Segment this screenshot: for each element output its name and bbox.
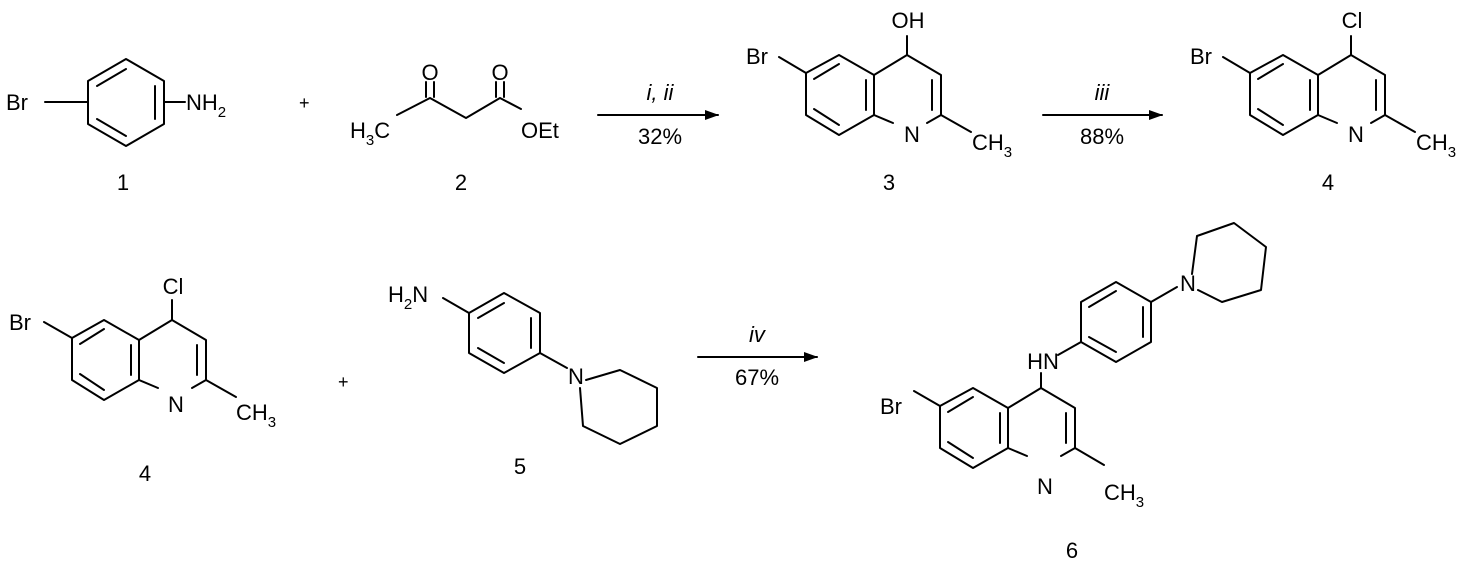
amine-nh-label: HN: [1027, 349, 1059, 374]
compound-4: Cl Br N CH3 4: [1190, 8, 1456, 195]
ketone-oxygen-label: O: [421, 60, 438, 85]
methyl-label: CH3: [972, 130, 1012, 161]
bromo-label: Br: [746, 44, 768, 69]
reagents-3: iv: [749, 322, 767, 347]
amino-label: NH2: [186, 90, 226, 121]
ring-nitrogen-label: N: [168, 392, 184, 417]
compound-number-3: 3: [883, 170, 895, 195]
compound-number-2: 2: [455, 170, 467, 195]
reaction-arrow-1: i, ii 32%: [597, 80, 719, 149]
ethoxy-label: OEt: [521, 118, 559, 143]
bromo-label: Br: [880, 394, 902, 419]
compound-6: HN N Br N CH3 6: [880, 222, 1267, 563]
hydroxyl-label: OH: [892, 8, 925, 33]
chloro-label: Cl: [163, 274, 184, 299]
compound-number-1: 1: [117, 170, 129, 195]
amine-label: H2N: [388, 282, 428, 313]
plus-sign-2: +: [338, 372, 349, 392]
compound-1-bonds: [44, 58, 186, 147]
plus-sign-1: +: [299, 93, 310, 113]
compound-2: O O H3C OEt 2: [350, 60, 559, 195]
methyl-label: CH3: [1416, 130, 1456, 161]
methyl-label: CH3: [1104, 480, 1144, 511]
compound-3: OH Br N CH3 3: [746, 8, 1012, 195]
compound-number-4: 4: [1322, 170, 1334, 195]
compound-number-6: 6: [1066, 538, 1078, 563]
compound-4-bonds: [1222, 35, 1416, 136]
compound-number-5: 5: [514, 454, 526, 479]
compound-4-reactant: Cl Br N CH3 4: [9, 274, 276, 486]
bromo-label: Br: [1190, 44, 1212, 69]
compound-4-reactant-bonds: [43, 299, 237, 401]
reagents-2: iii: [1095, 80, 1111, 105]
yield-1: 32%: [638, 124, 682, 149]
bromo-label: Br: [9, 310, 31, 335]
compound-6-bonds: [913, 222, 1267, 469]
yield-3: 67%: [735, 365, 779, 390]
ring-nitrogen-label: N: [1037, 474, 1053, 499]
compound-5: H2N N 5: [388, 282, 658, 479]
ring-nitrogen-label: N: [1348, 122, 1364, 147]
compound-3-bonds: [778, 35, 972, 136]
reaction-arrow-2: iii 88%: [1042, 80, 1163, 149]
piperidine-nitrogen-label: N: [568, 364, 584, 389]
reagents-1: i, ii: [647, 80, 675, 105]
compound-1: Br NH2 1: [6, 58, 226, 195]
compound-number-4-reactant: 4: [139, 461, 151, 486]
yield-2: 88%: [1080, 124, 1124, 149]
methyl-label: H3C: [350, 118, 390, 149]
ester-oxygen-label: O: [491, 60, 508, 85]
piperidine-nitrogen-label: N: [1180, 271, 1196, 296]
compound-5-bonds: [442, 292, 658, 445]
methyl-label: CH3: [236, 400, 276, 431]
bromo-label: Br: [6, 90, 28, 115]
ring-nitrogen-label: N: [904, 122, 920, 147]
reaction-arrow-3: iv 67%: [697, 322, 818, 390]
chloro-label: Cl: [1342, 8, 1363, 33]
compound-2-bonds: [396, 81, 522, 119]
